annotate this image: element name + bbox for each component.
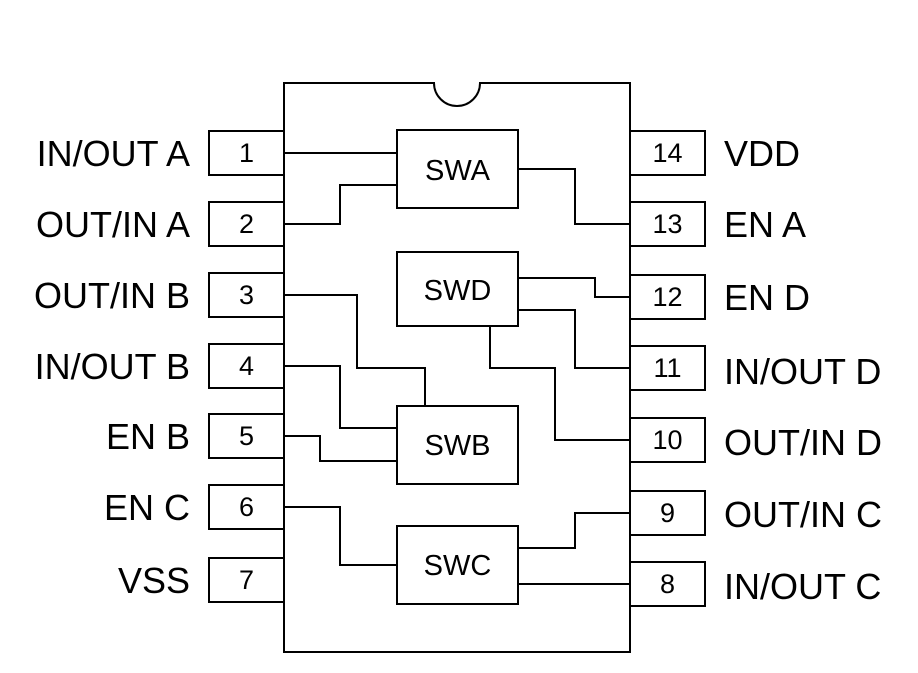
pin-6-number: 6: [239, 492, 254, 522]
pin-6-label: EN C: [104, 487, 190, 528]
switch-swc: SWC: [396, 525, 519, 605]
pin-10-label: OUT/IN D: [724, 422, 882, 463]
internal-wiring: [284, 152, 630, 585]
pin-12: 12 EN D: [629, 274, 810, 320]
switch-swb-label: SWB: [424, 430, 490, 462]
pin-10-number: 10: [652, 425, 682, 455]
pin-3-label: OUT/IN B: [34, 275, 190, 316]
switch-swa-label: SWA: [425, 155, 491, 187]
pin-13-label: EN A: [724, 204, 806, 245]
pin-7-number: 7: [239, 565, 254, 595]
switch-swd-label: SWD: [424, 275, 492, 307]
wire-swa-pin13: [518, 168, 630, 225]
pin-13-number: 13: [652, 209, 682, 239]
pin-12-label: EN D: [724, 277, 810, 318]
pin-5-label: EN B: [106, 416, 190, 457]
pin-4-number: 4: [239, 351, 254, 381]
ic-body: [283, 82, 631, 653]
pin-2-number: 2: [239, 209, 254, 239]
pin-8-label: IN/OUT C: [724, 566, 881, 607]
pin-7-label: VSS: [118, 560, 190, 601]
pin-8: 8 IN/OUT C: [629, 561, 881, 607]
wire-swd-pin11: [518, 309, 630, 369]
pin-1-number: 1: [239, 138, 254, 168]
pin-2: 2 OUT/IN A: [36, 201, 285, 247]
pin-7: 7 VSS: [118, 557, 285, 603]
pin-3-number: 3: [239, 280, 254, 310]
pin-14-label: VDD: [724, 133, 800, 174]
pin-8-number: 8: [660, 569, 675, 599]
pin-5: 5 EN B: [106, 413, 285, 459]
pin-11-label: IN/OUT D: [724, 351, 881, 392]
pin-4: 4 IN/OUT B: [35, 343, 285, 389]
pin-11-number: 11: [653, 353, 681, 383]
pin-9-label: OUT/IN C: [724, 494, 882, 535]
switch-swa: SWA: [396, 129, 519, 209]
pin-1: 1 IN/OUT A: [37, 130, 285, 176]
wire-swd-pin12: [518, 277, 630, 298]
wire-pin3-swb: [284, 294, 426, 406]
wire-swc-pin9: [518, 512, 630, 549]
pin-4-label: IN/OUT B: [35, 346, 190, 387]
pin-9-number: 9: [660, 498, 675, 528]
pin-14-number: 14: [652, 138, 682, 168]
pin-10: 10 OUT/IN D: [629, 417, 882, 463]
pin-12-number: 12: [652, 282, 682, 312]
pin-13: 13 EN A: [629, 201, 806, 247]
wire-pin5-swb: [284, 435, 397, 462]
pin-11: 11 IN/OUT D: [629, 345, 881, 392]
pin-6: 6 EN C: [104, 484, 285, 530]
pin-1-label: IN/OUT A: [37, 133, 190, 174]
switch-swc-label: SWC: [424, 550, 492, 582]
pin-5-number: 5: [239, 421, 254, 451]
pin-3: 3 OUT/IN B: [34, 272, 285, 318]
switch-swb: SWB: [396, 405, 519, 485]
wire-swd-pin10: [489, 326, 630, 441]
pin-2-label: OUT/IN A: [36, 204, 190, 245]
pin-14: 14 VDD: [629, 130, 800, 176]
switch-swd: SWD: [396, 251, 519, 327]
wire-pin4-swb: [284, 365, 397, 429]
wire-pin2-swa: [284, 184, 397, 225]
pin-9: 9 OUT/IN C: [629, 490, 882, 536]
wire-pin6-swc: [284, 506, 397, 566]
